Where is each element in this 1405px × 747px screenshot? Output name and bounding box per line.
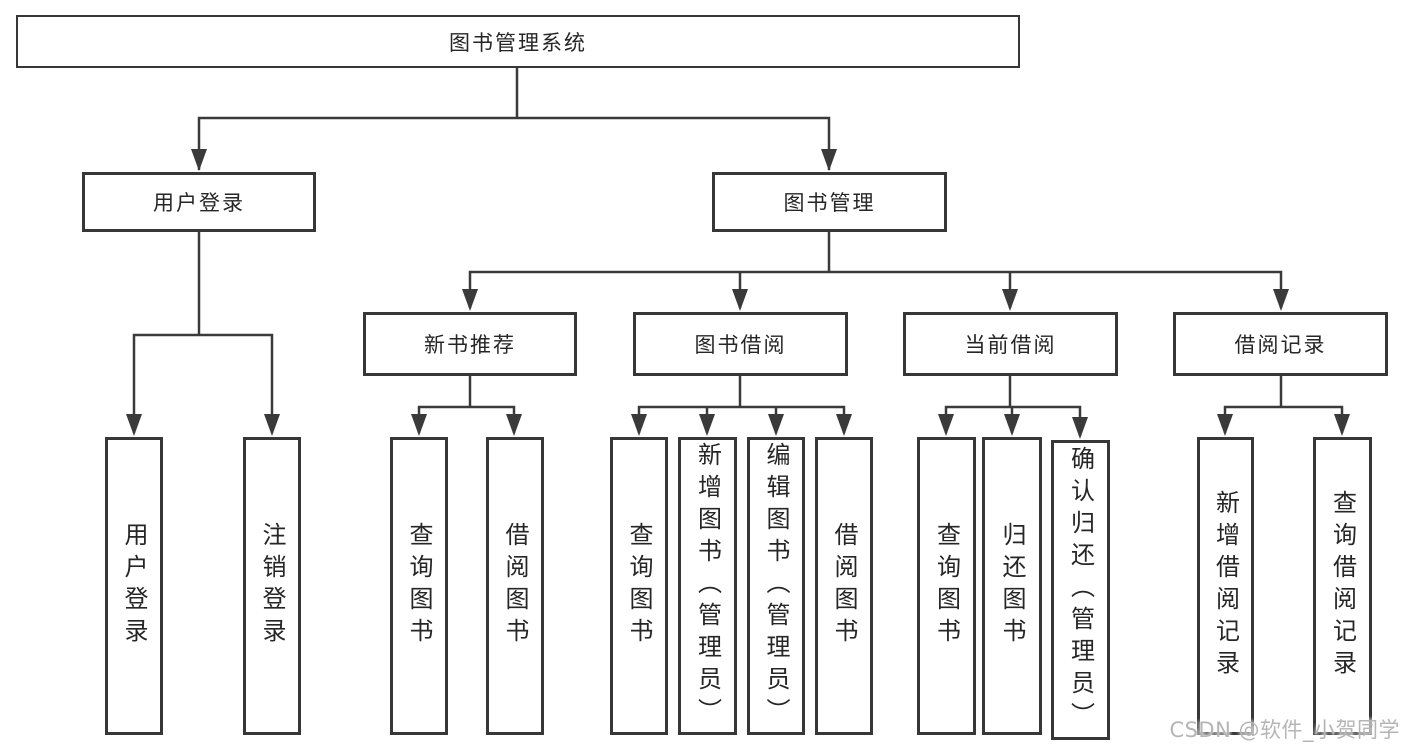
- node-label: 图书管理: [783, 191, 876, 215]
- node-library-system: 图书管理系统: [16, 15, 1020, 68]
- leaf-borrow-books-borrowing: 借阅图书: [815, 437, 873, 735]
- node-label: 新增借阅记录: [1211, 490, 1240, 682]
- node-new-book-recommendation: 新书推荐: [363, 312, 577, 376]
- node-label: 查询借阅记录: [1328, 490, 1357, 682]
- leaf-query-borrow-record: 查询借阅记录: [1313, 437, 1372, 735]
- csdn-watermark: CSDN @软件_小贺同学: [1169, 718, 1400, 742]
- node-label: 查询图书: [405, 522, 433, 650]
- leaf-query-books-current: 查询图书: [917, 437, 976, 735]
- node-label: 用户登录: [153, 191, 245, 215]
- leaf-add-borrow-record: 新增借阅记录: [1197, 437, 1254, 735]
- node-label: 确认归还（管理员）: [1066, 446, 1095, 734]
- node-book-management: 图书管理: [712, 172, 947, 232]
- node-borrowing-records: 借阅记录: [1173, 312, 1388, 376]
- leaf-edit-books-admin: 编辑图书（管理员）: [747, 437, 805, 735]
- node-label: 借阅图书: [830, 522, 858, 650]
- node-label: 当前借阅: [964, 333, 1057, 357]
- node-label: 新增图书（管理员）: [693, 442, 722, 730]
- node-label: 注销登录: [258, 522, 286, 650]
- leaf-confirm-return-admin: 确认归还（管理员）: [1051, 440, 1110, 740]
- leaf-query-books-recommend: 查询图书: [390, 437, 448, 735]
- node-label: 新书推荐: [424, 333, 516, 357]
- node-label: 图书借阅: [694, 333, 787, 357]
- node-label: 归还图书: [998, 522, 1026, 650]
- leaf-logout-login: 注销登录: [243, 437, 301, 735]
- node-label: 借阅图书: [501, 522, 529, 650]
- node-label: 查询图书: [932, 522, 961, 650]
- leaf-add-books-admin: 新增图书（管理员）: [678, 437, 737, 735]
- node-current-borrowing: 当前借阅: [903, 312, 1118, 376]
- leaf-user-login: 用户登录: [105, 437, 163, 735]
- leaf-query-books-borrowing: 查询图书: [610, 437, 668, 735]
- node-book-borrowing: 图书借阅: [633, 312, 848, 376]
- node-user-login-branch: 用户登录: [82, 172, 316, 232]
- leaf-borrow-books-recommend: 借阅图书: [486, 437, 544, 735]
- node-label: 用户登录: [120, 522, 148, 650]
- node-label: 图书管理系统: [449, 30, 587, 55]
- node-label: 借阅记录: [1234, 333, 1327, 357]
- node-label: 编辑图书（管理员）: [762, 442, 790, 730]
- leaf-return-books: 归还图书: [982, 437, 1042, 735]
- node-label: 查询图书: [625, 522, 653, 650]
